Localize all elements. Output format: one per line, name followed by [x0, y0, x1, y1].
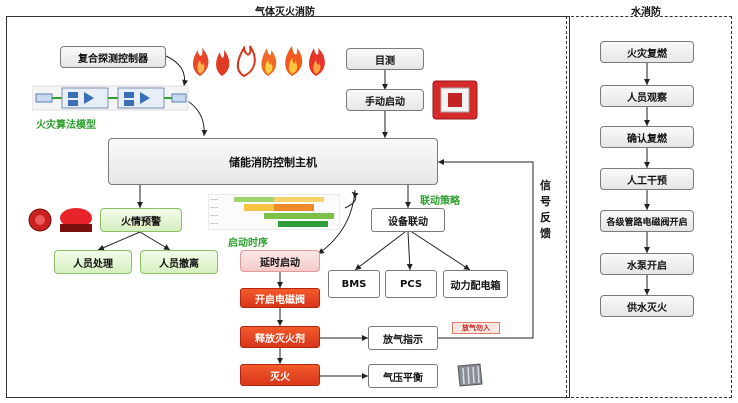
- flame-icon: [193, 48, 209, 76]
- algorithm-model-label: 火灾算法模型: [36, 120, 96, 131]
- water-step-reignition: 火灾复燃: [600, 41, 694, 63]
- flame-icon: [216, 50, 230, 76]
- water-panel: [566, 16, 732, 398]
- personnel-handling-box: 人员处理: [54, 250, 132, 274]
- pressure-vent-icon: [457, 363, 483, 387]
- release-agent-box: 释放灭火剂: [240, 326, 320, 348]
- device-linkage-box: 设备联动: [371, 208, 445, 232]
- svg-text:——: ——: [210, 205, 218, 210]
- bms-box: BMS: [328, 270, 380, 298]
- svg-text:——: ——: [210, 197, 218, 202]
- water-step-pump: 水泵开启: [600, 253, 694, 275]
- visual-check-box: 目测: [346, 48, 424, 70]
- flame-icon: [237, 45, 256, 78]
- pcs-box: PCS: [385, 270, 437, 298]
- discharge-indicator-box: 放气指示: [368, 326, 438, 350]
- composite-detector-box: 复合探测控制器: [60, 46, 166, 68]
- water-panel-title: 水消防: [631, 7, 661, 18]
- siren-icon: [28, 208, 92, 232]
- flame-icon: [309, 48, 325, 76]
- flame-icon: [285, 46, 303, 76]
- gas-panel-title: 气体灭火消防: [255, 7, 315, 18]
- power-distribution-box: 动力配电箱: [443, 270, 508, 298]
- flame-icons: [193, 45, 325, 78]
- neural-network-diagram: [32, 85, 189, 111]
- extinguish-box: 灭火: [240, 364, 320, 386]
- gas-panel: [6, 16, 570, 398]
- no-entry-sign: 放气勿入: [452, 322, 500, 334]
- start-sequence-label: 启动时序: [228, 238, 268, 249]
- svg-text:——: ——: [210, 221, 218, 226]
- water-step-manual: 人工干预: [600, 168, 694, 190]
- signal-feedback-label: 信号反馈: [540, 179, 551, 240]
- svg-text:——: ——: [210, 213, 218, 218]
- timeline-chart: —— —— —— ——: [208, 194, 340, 230]
- manual-call-point-icon: [432, 80, 478, 120]
- fire-alarm-box: 火情预警: [100, 208, 182, 232]
- flame-icon: [261, 48, 277, 76]
- personnel-evacuation-box: 人员撤离: [140, 250, 218, 274]
- water-step-valves: 各级管路电磁阀开启: [600, 210, 694, 232]
- linkage-strategy-label: 联动策略: [420, 196, 460, 207]
- open-solenoid-box: 开启电磁阀: [240, 288, 320, 308]
- water-step-supply: 供水灭火: [600, 295, 694, 317]
- pressure-balance-box: 气压平衡: [368, 364, 438, 388]
- delay-start-box: 延时启动: [240, 250, 320, 272]
- manual-start-box: 手动启动: [346, 89, 424, 111]
- water-step-confirm: 确认复燃: [600, 126, 694, 148]
- fire-control-host-box: 储能消防控制主机: [108, 138, 438, 185]
- water-step-observe: 人员观察: [600, 85, 694, 107]
